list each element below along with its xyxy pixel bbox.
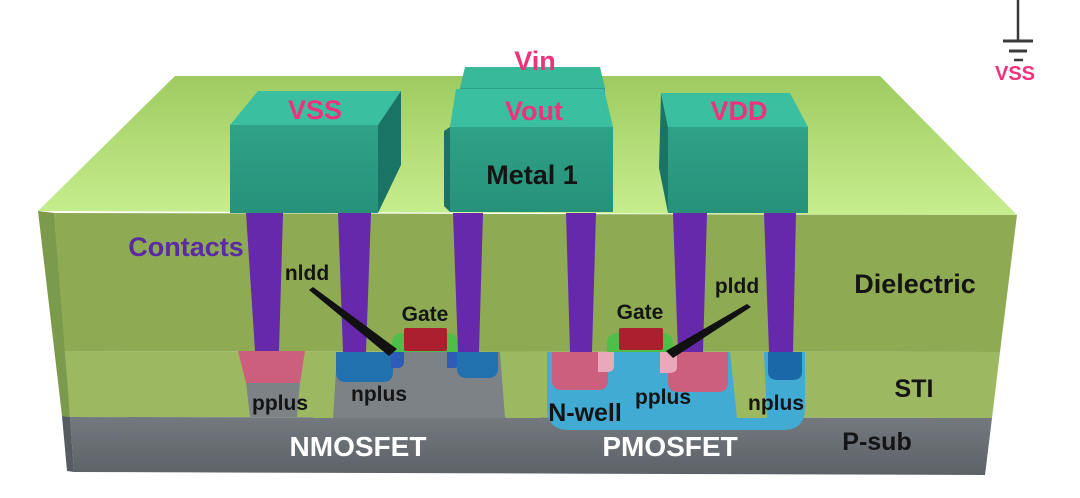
- slab-left-side-green: [38, 211, 70, 417]
- contact-vdd-pplus: [673, 213, 707, 352]
- contact-vout-nmos: [453, 213, 483, 352]
- contact-vout-pmos: [566, 213, 596, 352]
- vout-block-top: [450, 89, 613, 127]
- label-vss-ground: VSS: [995, 63, 1035, 85]
- ground-symbol: VSS: [995, 0, 1035, 85]
- label-nwell: N-well: [548, 399, 622, 427]
- label-dielectric: Dielectric: [854, 269, 976, 299]
- nldd-right: [447, 352, 460, 368]
- label-gate-nmos: Gate: [402, 303, 449, 326]
- sti-trench-left: [305, 352, 337, 418]
- nplus-source-nmos: [336, 352, 393, 382]
- pldd-left: [598, 352, 614, 372]
- sti-trench-nwell: [730, 352, 767, 418]
- pplus-source-pmos: [668, 352, 728, 392]
- nplus-nwell-tap: [768, 352, 802, 380]
- pmos-gate: [619, 328, 663, 350]
- vss-block-front: [230, 125, 378, 213]
- slab-left-side-gray: [62, 416, 74, 472]
- label-pldd: pldd: [715, 275, 759, 298]
- silicon-under-pplus-tap: [246, 382, 300, 417]
- nplus-drain-nmos: [457, 352, 498, 378]
- vdd-block-side: [659, 93, 668, 213]
- contact-vdd-nplus: [764, 213, 796, 352]
- label-psub: P-sub: [842, 428, 911, 456]
- nldd-left: [391, 352, 404, 368]
- vss-block-side: [378, 91, 401, 213]
- pplus-substrate-tap: [238, 351, 305, 383]
- vin-bar-top-face: [460, 67, 605, 88]
- label-metal1: Metal 1: [486, 160, 578, 190]
- label-vout: Vout: [505, 96, 563, 126]
- vout-block-front: [450, 127, 613, 212]
- nmos-gate: [404, 328, 447, 351]
- nldd-arrow: [309, 287, 397, 356]
- label-pplus-pmos: pplus: [635, 386, 691, 409]
- label-nplus-nmos: nplus: [351, 383, 407, 406]
- label-contacts: Contacts: [128, 232, 244, 262]
- label-pplus-nmos: pplus: [252, 392, 308, 415]
- vss-block-top: [230, 91, 401, 125]
- vout-block-side: [444, 127, 450, 212]
- label-vin: Vin: [514, 46, 556, 76]
- label-pmosfet: PMOSFET: [602, 431, 737, 462]
- sti-trench-middle: [500, 352, 546, 418]
- label-gate-pmos: Gate: [617, 301, 664, 324]
- label-vdd: VDD: [710, 96, 767, 126]
- label-sti: STI: [895, 375, 934, 403]
- label-nplus-nwell: nplus: [748, 392, 804, 415]
- contact-vss-pplus: [246, 213, 283, 351]
- psub-layer: [70, 417, 992, 475]
- pplus-drain-pmos: [552, 352, 608, 390]
- vdd-block-front: [668, 127, 808, 213]
- label-nldd: nldd: [285, 262, 329, 285]
- label-nmosfet: NMOSFET: [290, 431, 427, 462]
- pldd-arrow: [666, 304, 751, 358]
- vdd-block-top: [661, 93, 808, 127]
- label-vss-metal: VSS: [288, 95, 342, 125]
